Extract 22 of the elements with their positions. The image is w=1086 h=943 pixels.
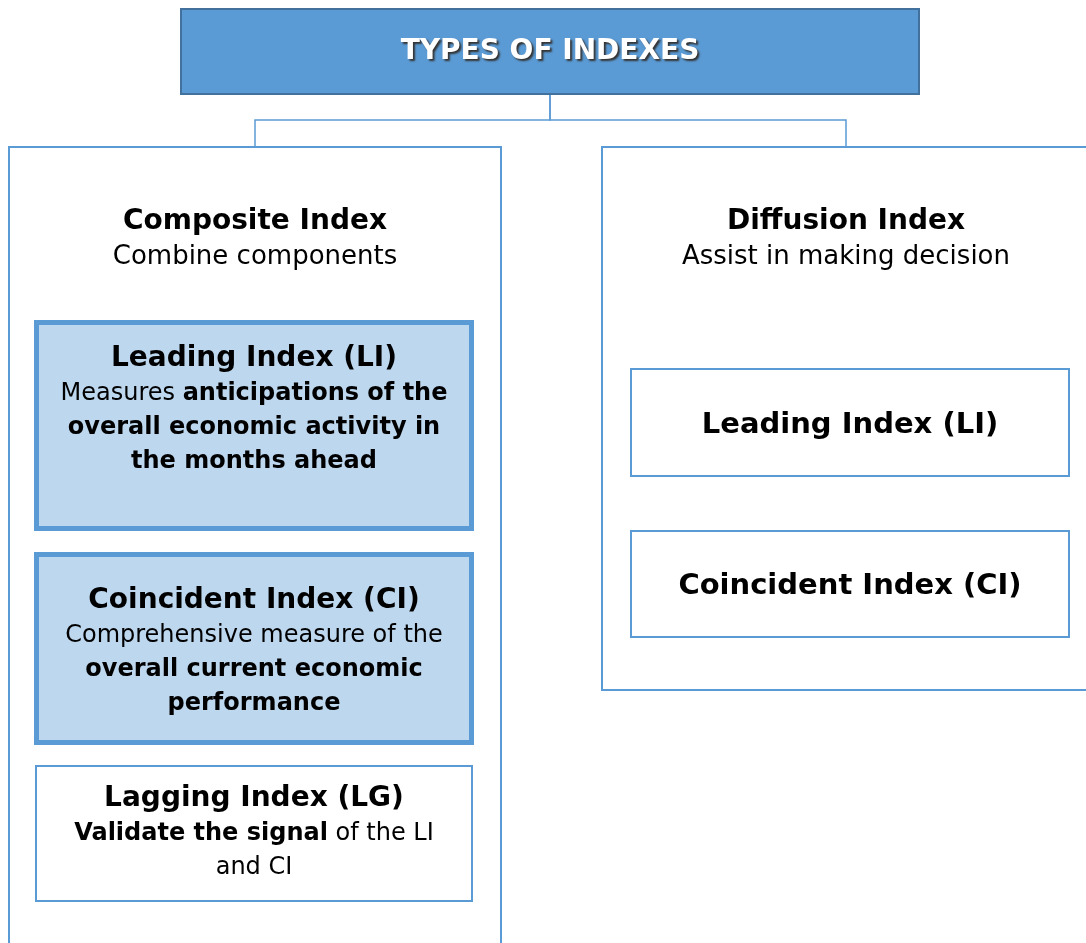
title-box bbox=[180, 8, 920, 95]
index-heading: Leading Index (LI) bbox=[700, 405, 1000, 441]
index-description: Comprehensive measure of the overall current economic performance bbox=[64, 619, 444, 718]
index-description: Measures anticipations of the overall economic activity in the months ahead bbox=[59, 377, 449, 476]
index-description: Combine components bbox=[111, 239, 399, 272]
index-heading: Coincident Index (CI) bbox=[677, 566, 1023, 602]
index-box bbox=[34, 320, 474, 531]
index-box bbox=[34, 552, 474, 745]
index-heading: Leading Index (LI) bbox=[109, 339, 399, 375]
index-heading: Coincident Index (CI) bbox=[87, 581, 421, 617]
index-heading: Composite Index bbox=[121, 202, 389, 238]
index-box bbox=[35, 765, 473, 902]
index-box bbox=[630, 368, 1070, 477]
index-description: Validate the signal of the LI and CI bbox=[73, 817, 435, 882]
index-box bbox=[630, 530, 1070, 638]
index-description: Assist in making decision bbox=[680, 239, 1011, 272]
category-panel bbox=[601, 146, 1086, 691]
index-heading: Diffusion Index bbox=[725, 202, 967, 238]
connector-line bbox=[549, 94, 847, 147]
title-text: TYPES OF INDEXES bbox=[399, 32, 701, 68]
category-panel bbox=[8, 146, 502, 943]
index-heading: Lagging Index (LG) bbox=[103, 779, 405, 815]
